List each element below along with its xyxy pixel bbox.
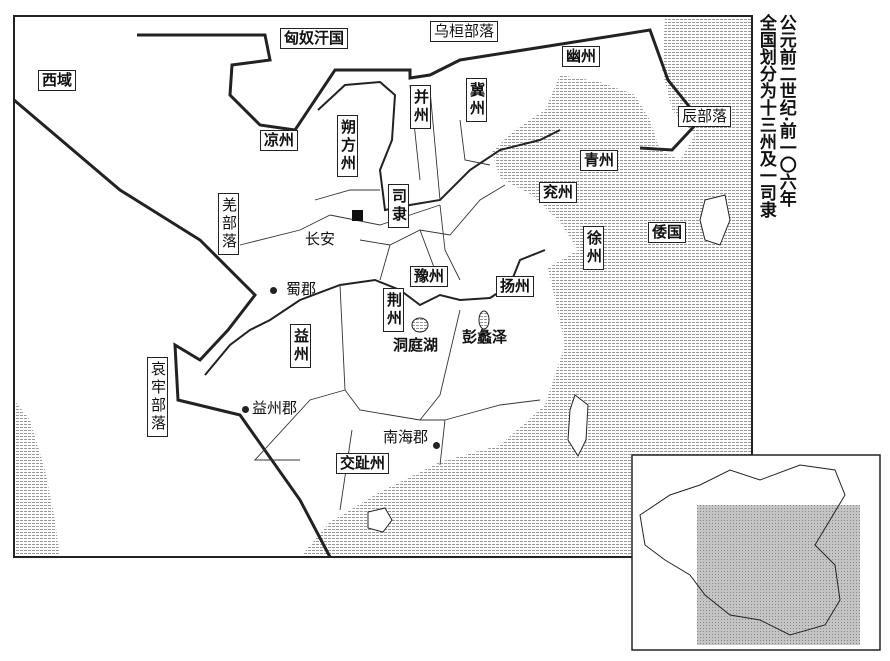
label-yuzhou: 豫州	[410, 266, 449, 287]
sea-west	[14, 400, 60, 557]
nanhaijun-dot	[433, 442, 440, 449]
taiwan-island	[567, 394, 589, 458]
title-line-1: 公元前二世纪·前一〇六年	[775, 14, 796, 207]
label-jiaozhi: 交趾州	[336, 453, 390, 474]
yangtze-river	[204, 249, 546, 376]
label-ailao: 哀牢部落	[147, 357, 168, 437]
label-bingzhou: 并州	[410, 85, 431, 129]
yizhoujun-dot	[242, 406, 249, 413]
label-jingzhou: 荆州	[383, 288, 404, 332]
label-changan: 长安	[305, 230, 336, 248]
dongting-lake	[411, 317, 429, 333]
label-qingzhou: 青州	[580, 150, 619, 171]
label-shuofang: 朔方州	[337, 115, 358, 177]
label-qiang: 羌部落	[218, 193, 239, 255]
label-wuhuan: 乌桓部落	[430, 21, 499, 42]
map-frame	[13, 15, 753, 558]
map-title: 公元前二世纪·前一〇六年 全国划分为十三州及一司隶	[755, 14, 796, 218]
sea-area	[300, 17, 752, 557]
label-xiyu: 西域	[38, 70, 77, 91]
label-yanzhou: 兖州	[539, 182, 578, 203]
inset-highlight	[697, 505, 860, 645]
shujun-dot	[270, 287, 277, 294]
label-shujun: 蜀郡	[286, 280, 317, 298]
label-xuzhou: 徐州	[583, 226, 604, 270]
label-wo: 倭国	[648, 222, 687, 243]
label-liangzhou: 凉州	[260, 130, 299, 151]
changan-marker	[352, 210, 363, 221]
label-jizhou: 冀州	[466, 78, 487, 122]
title-line-2: 全国划分为十三州及一司隶	[755, 14, 776, 218]
label-pengli: 彭蠡泽	[462, 328, 508, 346]
label-chen: 辰部落	[678, 106, 732, 127]
japan-island	[699, 194, 731, 246]
hainan-island	[367, 507, 393, 533]
pengli-lake	[478, 310, 490, 330]
label-yangzhou: 扬州	[496, 276, 535, 297]
label-sili: 司隶	[388, 184, 409, 228]
yellow-river	[317, 80, 561, 212]
label-nanhaijun: 南海郡	[383, 428, 429, 446]
label-dongting: 洞庭湖	[393, 336, 439, 354]
label-youzhou: 幽州	[562, 46, 601, 67]
han-border	[13, 28, 702, 558]
label-yizhou: 益州	[290, 324, 311, 368]
inset-china-outline	[639, 464, 846, 636]
label-yizhoujun: 益州郡	[252, 399, 298, 417]
label-xiongnu: 匈奴汗国	[280, 28, 349, 49]
